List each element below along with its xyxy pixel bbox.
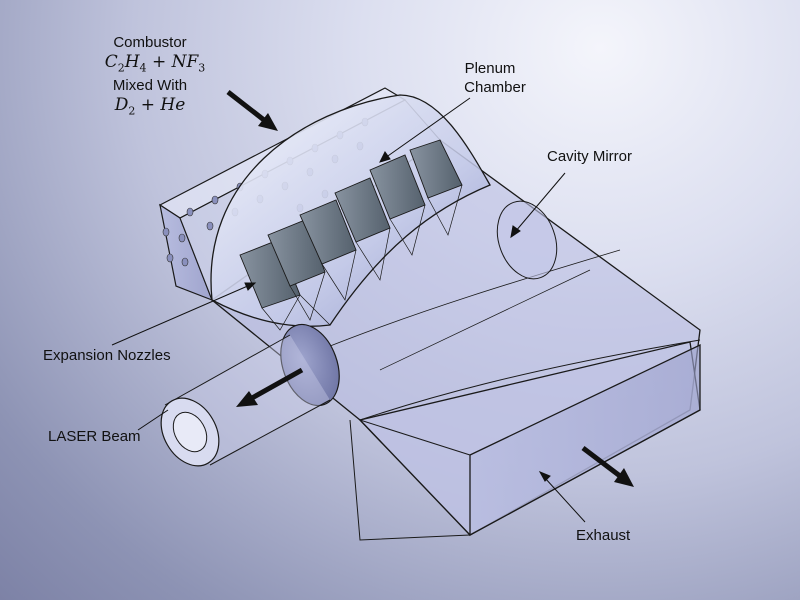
plenum-label-line2: Chamber	[464, 79, 526, 96]
expansion-nozzles	[239, 139, 463, 331]
beam-out-arrow	[236, 367, 304, 407]
cavity-mirror-label: Cavity Mirror	[547, 148, 632, 165]
exhaust-duct	[358, 341, 701, 537]
combustor-label: Combustor	[113, 34, 187, 51]
plenum-label-line1: Plenum	[464, 60, 516, 77]
output-window	[280, 323, 340, 407]
flow-arrows	[226, 90, 634, 487]
mixed-with-label: Mixed With	[112, 77, 188, 94]
exhaust-out-arrow	[581, 446, 634, 487]
exhaust-label: Exhaust	[576, 527, 631, 544]
inflow-arrow	[226, 90, 278, 131]
laser-beam-label: LASER Beam	[48, 428, 141, 445]
leader-lines	[111, 97, 586, 523]
fuel-formula: C2H4 + NF3	[104, 52, 206, 75]
cavity-mirror	[496, 200, 558, 280]
expansion-nozzles-label: Expansion Nozzles	[43, 347, 171, 364]
diluent-formula: D2 + He	[114, 95, 186, 118]
